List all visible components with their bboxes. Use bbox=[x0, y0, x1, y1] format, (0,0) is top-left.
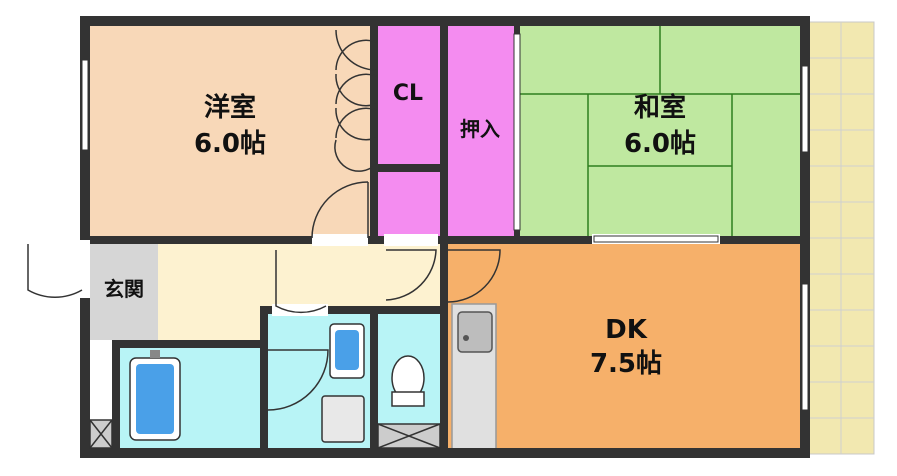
washing-machine-icon bbox=[321, 395, 365, 443]
door-swings bbox=[27, 29, 501, 411]
sink-icon bbox=[457, 311, 493, 353]
pipe-space-right bbox=[377, 423, 441, 449]
dk-size: 7.5帖 bbox=[590, 349, 662, 379]
bathtub-icon bbox=[129, 350, 181, 441]
western-room-name: 洋室 bbox=[204, 92, 256, 123]
oshiire-label: 押入 bbox=[460, 117, 500, 141]
closet bbox=[376, 24, 440, 164]
toilet-icon bbox=[391, 355, 425, 407]
entrance bbox=[88, 244, 158, 340]
closet-label: CL bbox=[393, 81, 423, 106]
western-room-size: 6.0帖 bbox=[194, 129, 266, 159]
western-room bbox=[88, 24, 370, 238]
washbasin-icon bbox=[329, 323, 365, 379]
dk-name: DK bbox=[605, 315, 648, 345]
japanese-room-name: 和室 bbox=[634, 92, 686, 123]
japanese-room-size: 6.0帖 bbox=[624, 129, 696, 159]
walls bbox=[80, 16, 810, 458]
closet-lower bbox=[376, 172, 440, 238]
tatami-lines bbox=[518, 24, 802, 238]
dk-room bbox=[446, 244, 802, 450]
oshiire bbox=[446, 24, 516, 238]
pipe-space-left bbox=[89, 419, 113, 449]
balcony bbox=[807, 21, 875, 455]
windows bbox=[81, 33, 809, 411]
entrance-label: 玄関 bbox=[104, 277, 144, 301]
